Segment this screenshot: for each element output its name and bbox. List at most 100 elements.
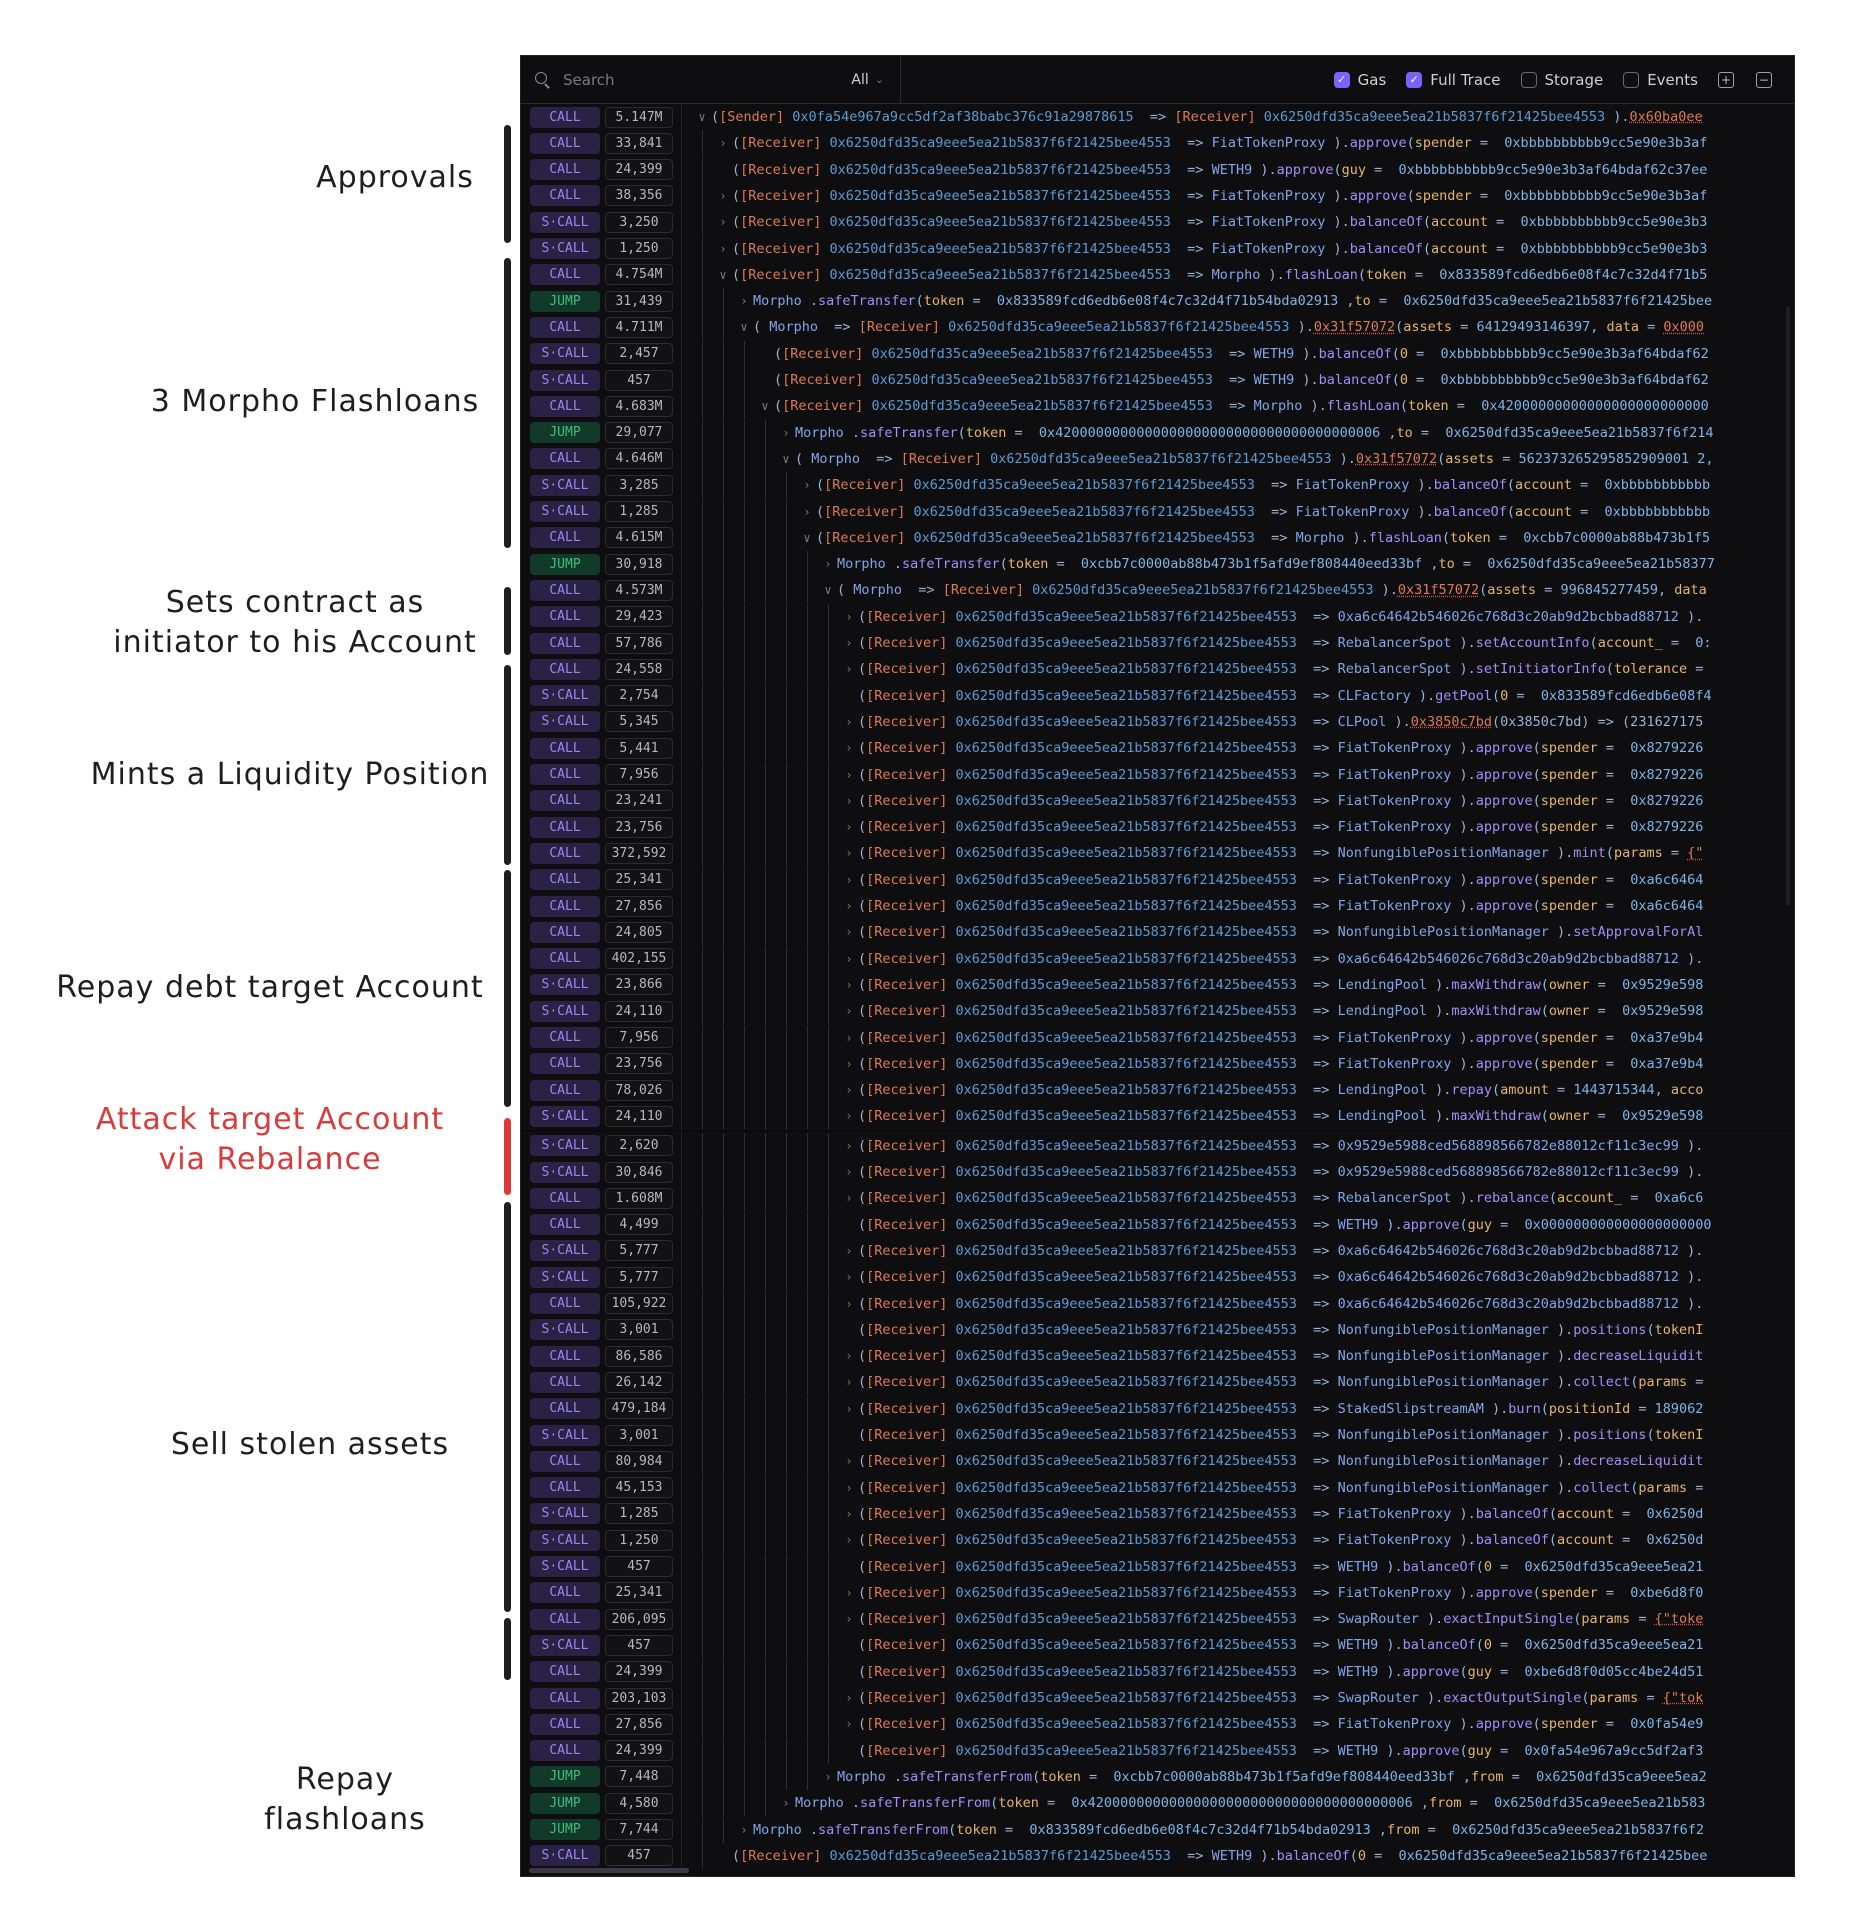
chevron-right-icon[interactable]: › bbox=[845, 609, 853, 624]
trace-contract[interactable]: WETH9 bbox=[1211, 161, 1253, 178]
chevron-right-icon[interactable]: › bbox=[803, 478, 811, 493]
chevron-right-icon[interactable]: › bbox=[719, 136, 727, 151]
trace-contract[interactable]: FiatTokenProxy bbox=[1295, 477, 1410, 494]
chevron-right-icon[interactable]: › bbox=[845, 1165, 853, 1179]
chevron-right-icon[interactable]: › bbox=[824, 557, 832, 572]
trace-contract[interactable]: Morpho bbox=[837, 1768, 886, 1785]
chevron-right-icon[interactable]: › bbox=[845, 1138, 853, 1153]
chevron-down-icon[interactable]: ∨ bbox=[761, 399, 769, 414]
trace-addr[interactable]: 0x6250dfd35ca9eee5ea21b5837f6f21425bee45… bbox=[947, 950, 1306, 967]
trace-addr[interactable]: 0x6250dfd35ca9eee5ea21b5837f6f21425bee45… bbox=[947, 1663, 1306, 1680]
trace-addr[interactable]: 0x6250dfd35ca9eee5ea21b5837f6f21425bee45… bbox=[939, 319, 1298, 336]
trace-contract[interactable]: WETH9 bbox=[1211, 1847, 1253, 1864]
trace-contract[interactable]: RebalancerSpot bbox=[1337, 661, 1452, 678]
trace-addr[interactable]: 0x6250dfd35ca9eee5ea21b5837f6f21425bee45… bbox=[947, 1348, 1306, 1365]
trace-addr[interactable]: 0x6250dfd35ca9eee5ea21b5837f6f21425bee45… bbox=[821, 135, 1180, 152]
trace-contract[interactable]: 0xa6c64642b546026c768d3c20ab9d2bcbbad887… bbox=[1337, 950, 1679, 967]
trace-contract[interactable]: FiatTokenProxy bbox=[1337, 1029, 1452, 1046]
chevron-right-icon[interactable]: › bbox=[845, 1612, 853, 1627]
search-input[interactable] bbox=[563, 70, 852, 89]
chevron-right-icon[interactable]: › bbox=[845, 1585, 853, 1600]
trace-addr[interactable]: 0x6250dfd35ca9eee5ea21b5837f6f21425bee45… bbox=[947, 792, 1306, 809]
chevron-down-icon[interactable]: ∨ bbox=[803, 530, 811, 545]
trace-contract[interactable]: 0xa6c64642b546026c768d3c20ab9d2bcbbad887… bbox=[1337, 1295, 1679, 1312]
chevron-right-icon[interactable]: › bbox=[845, 1030, 853, 1045]
chevron-right-icon[interactable]: › bbox=[845, 1296, 853, 1311]
trace-addr[interactable]: 0x6250dfd35ca9eee5ea21b5837f6f21425bee45… bbox=[947, 1190, 1306, 1207]
chevron-right-icon[interactable]: › bbox=[845, 1109, 853, 1124]
chevron-right-icon[interactable]: › bbox=[845, 741, 853, 756]
trace-addr[interactable]: 0x6250dfd35ca9eee5ea21b5837f6f21425bee45… bbox=[947, 898, 1306, 914]
trace-contract[interactable]: NonfungiblePositionManager bbox=[1337, 1348, 1549, 1365]
trace-contract[interactable]: FiatTokenProxy bbox=[1337, 1584, 1452, 1601]
chevron-right-icon[interactable]: › bbox=[845, 1270, 853, 1285]
trace-addr[interactable]: 0x6250dfd35ca9eee5ea21b5837f6f21425bee45… bbox=[905, 503, 1264, 520]
trace-addr[interactable]: 0x6250dfd35ca9eee5ea21b5837f6f21425bee45… bbox=[947, 1321, 1306, 1338]
trace-addr[interactable]: 0x6250dfd35ca9eee5ea21b5837f6f21425bee45… bbox=[947, 1029, 1306, 1046]
trace-addr[interactable]: 0x6250dfd35ca9eee5ea21b5837f6f21425bee45… bbox=[947, 1164, 1306, 1180]
chevron-right-icon[interactable]: › bbox=[719, 241, 727, 256]
trace-addr[interactable]: 0x6250dfd35ca9eee5ea21b5837f6f21425bee45… bbox=[947, 635, 1306, 651]
trace-contract[interactable]: WETH9 bbox=[1337, 1637, 1379, 1654]
chevron-right-icon[interactable]: › bbox=[845, 951, 853, 966]
chevron-down-icon[interactable]: ∨ bbox=[719, 267, 727, 282]
checkbox-checked-icon[interactable]: ✓ bbox=[1333, 71, 1350, 88]
trace-contract[interactable]: FiatTokenProxy bbox=[1295, 503, 1410, 520]
trace-addr[interactable]: 0x6250dfd35ca9eee5ea21b5837f6f21425bee45… bbox=[947, 1108, 1306, 1125]
chevron-right-icon[interactable]: › bbox=[845, 1191, 853, 1206]
trace-addr[interactable]: 0x6250dfd35ca9eee5ea21b5837f6f21425bee45… bbox=[947, 1584, 1306, 1601]
chevron-right-icon[interactable]: › bbox=[824, 1769, 832, 1784]
trace-contract[interactable]: FiatTokenProxy bbox=[1337, 792, 1452, 809]
trace-contract[interactable]: FiatTokenProxy bbox=[1337, 898, 1452, 914]
trace-contract[interactable]: NonfungiblePositionManager bbox=[1337, 1374, 1549, 1391]
trace-contract[interactable]: RebalancerSpot bbox=[1337, 635, 1452, 651]
chevron-right-icon[interactable]: › bbox=[845, 872, 853, 887]
trace-addr[interactable]: 0x6250dfd35ca9eee5ea21b5837f6f21425bee45… bbox=[947, 661, 1306, 678]
trace-addr[interactable]: 0x6250dfd35ca9eee5ea21b5837f6f21425bee45… bbox=[821, 240, 1180, 257]
checkbox-unchecked-icon[interactable] bbox=[1623, 71, 1640, 88]
chevron-right-icon[interactable]: › bbox=[845, 820, 853, 835]
trace-contract[interactable]: FiatTokenProxy bbox=[1211, 135, 1326, 152]
trace-addr[interactable]: 0x6250dfd35ca9eee5ea21b5837f6f21425bee45… bbox=[947, 871, 1306, 888]
trace-addr[interactable]: 0x6250dfd35ca9eee5ea21b5837f6f21425bee45… bbox=[947, 1295, 1306, 1312]
search-box[interactable]: All ⌄ bbox=[521, 56, 901, 103]
collapse-all-icon[interactable]: − bbox=[1756, 71, 1772, 88]
option-events[interactable]: Events bbox=[1623, 71, 1698, 89]
trace-addr[interactable]: 0x6250dfd35ca9eee5ea21b5837f6f21425bee45… bbox=[947, 1082, 1306, 1099]
trace-addr[interactable]: 0x6250dfd35ca9eee5ea21b5837f6f21425bee45… bbox=[947, 1690, 1306, 1706]
chevron-down-icon[interactable]: ∨ bbox=[824, 583, 832, 598]
chevron-right-icon[interactable]: › bbox=[845, 1375, 853, 1390]
trace-addr[interactable]: 0x6250dfd35ca9eee5ea21b5837f6f21425bee45… bbox=[947, 1637, 1306, 1654]
chevron-right-icon[interactable]: › bbox=[845, 636, 853, 650]
trace-contract[interactable]: NonfungiblePositionManager bbox=[1337, 1321, 1549, 1338]
chevron-right-icon[interactable]: › bbox=[845, 925, 853, 940]
